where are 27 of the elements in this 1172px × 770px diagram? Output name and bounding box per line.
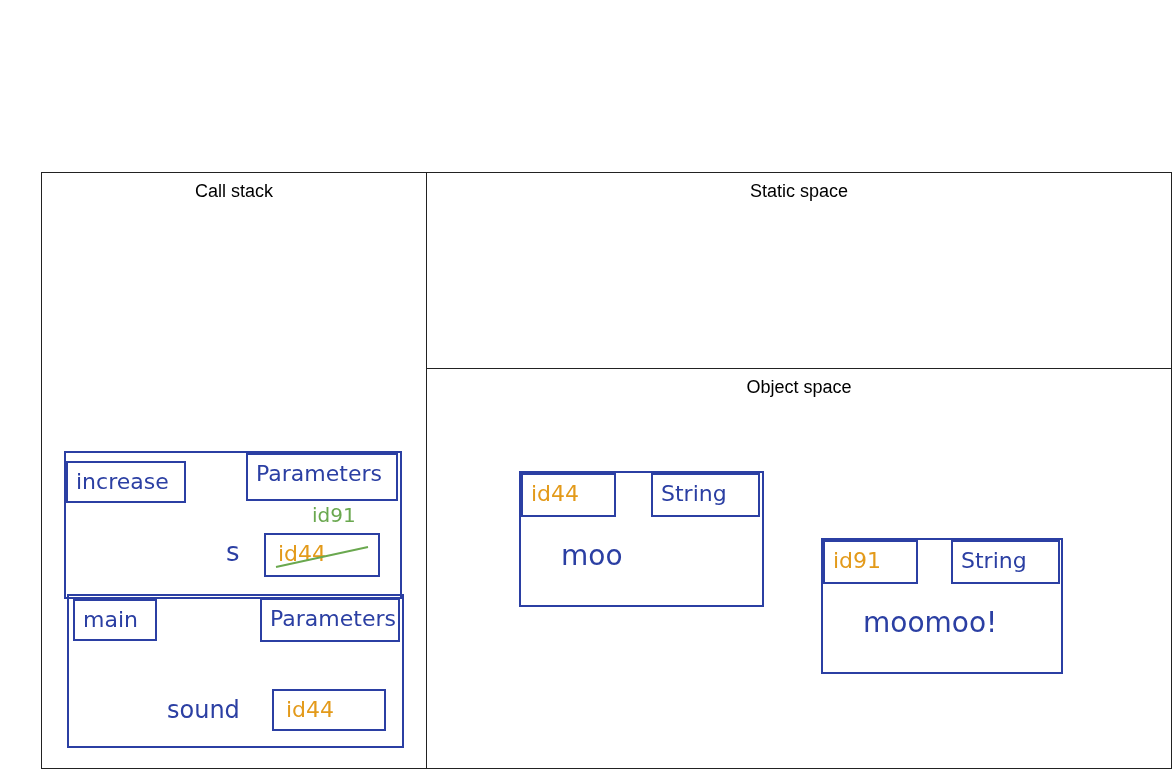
memory-panel [426,172,1172,369]
stack-frame-box [67,594,404,748]
parameters-label: Parameters [246,453,398,501]
new-reference-id: id91 [312,503,356,527]
object-box [519,471,764,607]
type-label: String [951,540,1060,584]
object-box [821,538,1063,674]
object-id: id91 [823,540,918,584]
panel-title: Call stack [194,181,274,202]
string-value: moo [561,539,623,572]
stack-frame-box [64,451,402,599]
string-value: moomoo! [863,606,998,639]
reference-id: id44 [286,697,335,722]
method-name: increase [66,461,186,503]
memory-panel [426,368,1172,769]
variable-name: sound [167,696,240,724]
panel-title: Static space [748,181,850,202]
type-label: String [651,473,760,517]
method-name: main [73,599,157,641]
variable-value-box [272,689,386,731]
panel-title: Object space [745,377,853,398]
reference-id: id44 [278,541,327,566]
variable-value-box [264,533,380,577]
object-id: id44 [521,473,616,517]
memory-panel [41,172,427,769]
parameters-label: Parameters [260,598,400,642]
variable-name: s [226,537,240,567]
